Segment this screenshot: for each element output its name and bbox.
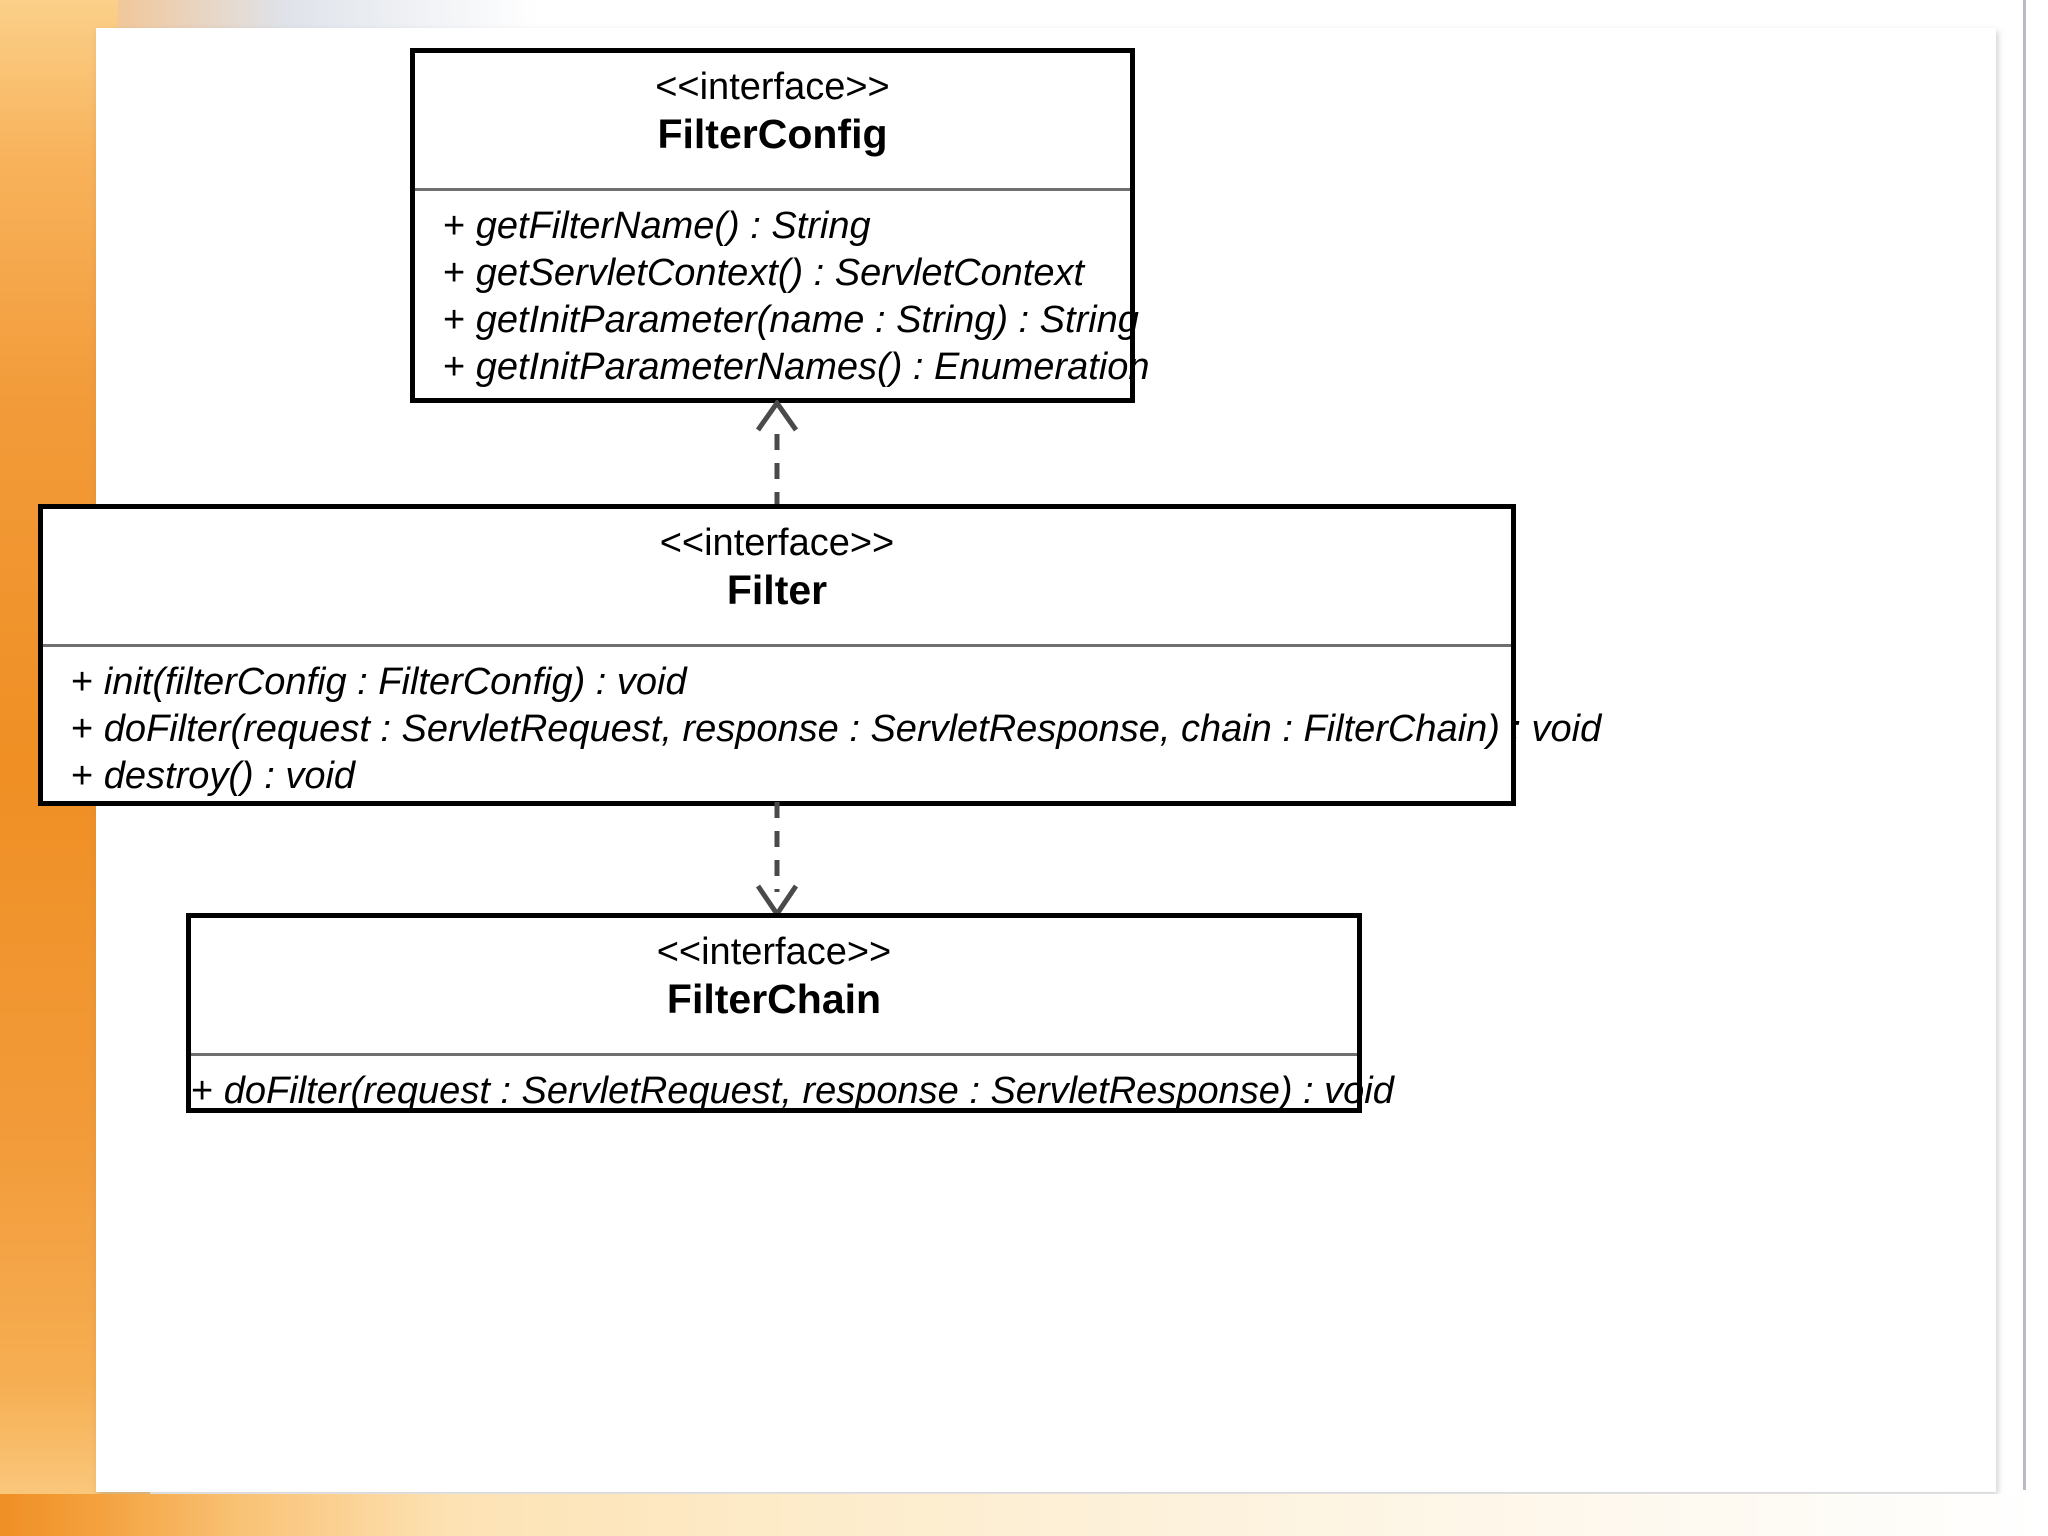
visibility-marker: + <box>443 205 466 247</box>
method-row: + getInitParameterNames() : Enumeration <box>415 344 1150 391</box>
method-row: + doFilter(request : ServletRequest, res… <box>191 1068 1394 1115</box>
uml-method-compartment: + init(filterConfig : FilterConfig) : vo… <box>43 647 1601 812</box>
slide-top-accent-fade <box>118 0 538 30</box>
visibility-marker: + <box>71 754 94 797</box>
method-signature: getFilterName() : String <box>475 205 871 247</box>
open-arrowhead-icon <box>755 400 799 432</box>
stereotype-label: <<interface>> <box>659 522 895 564</box>
uml-method-compartment: + doFilter(request : ServletRequest, res… <box>191 1056 1394 1127</box>
uml-class-filterchain[interactable]: <<interface>> FilterChain + doFilter(req… <box>186 913 1394 1113</box>
dependency-arrow-filter-to-filterchain <box>755 802 799 919</box>
method-signature: getInitParameterNames() : Enumeration <box>475 345 1150 388</box>
uml-class-header: <<interface>> FilterChain <box>191 918 1357 1056</box>
method-row: + getServletContext() : ServletContext <box>415 250 1130 297</box>
method-signature: destroy() : void <box>103 754 356 797</box>
visibility-marker: + <box>443 345 466 388</box>
method-row: + doFilter(request : ServletRequest, res… <box>43 706 1601 753</box>
method-row: + getFilterName() : String <box>415 203 1130 250</box>
method-signature: getInitParameter(name : String) : String <box>475 298 1139 341</box>
visibility-marker: + <box>443 251 466 294</box>
uml-method-compartment: + getFilterName() : String + getServletC… <box>415 191 1150 403</box>
uml-class-filter[interactable]: <<interface>> Filter + init(filterConfig… <box>38 504 1601 806</box>
method-signature: doFilter(request : ServletRequest, respo… <box>103 707 1602 750</box>
method-row: + init(filterConfig : FilterConfig) : vo… <box>43 659 1511 706</box>
uml-class-header: <<interface>> Filter <box>43 509 1511 647</box>
visibility-marker: + <box>71 661 94 703</box>
dependency-arrow-filter-to-filterconfig <box>755 400 799 508</box>
uml-class-filterconfig[interactable]: <<interface>> FilterConfig + getFilterNa… <box>410 48 1150 403</box>
class-name-label: FilterConfig <box>657 110 888 157</box>
stereotype-label: <<interface>> <box>655 66 890 108</box>
visibility-marker: + <box>71 707 94 750</box>
uml-class-header: <<interface>> FilterConfig <box>415 53 1130 191</box>
method-row: + getInitParameter(name : String) : Stri… <box>415 297 1139 344</box>
method-row: + destroy() : void <box>43 753 1511 800</box>
slide-right-divider <box>2023 0 2026 1490</box>
method-signature: init(filterConfig : FilterConfig) : void <box>103 661 687 703</box>
class-name-label: Filter <box>726 566 828 613</box>
class-name-label: FilterChain <box>666 975 882 1022</box>
visibility-marker: + <box>191 1070 214 1112</box>
method-signature: doFilter(request : ServletRequest, respo… <box>223 1070 1394 1112</box>
visibility-marker: + <box>443 298 466 341</box>
stereotype-label: <<interface>> <box>656 931 892 973</box>
slide-bottom-accent-bar <box>0 1494 2048 1536</box>
method-signature: getServletContext() : ServletContext <box>475 251 1085 294</box>
